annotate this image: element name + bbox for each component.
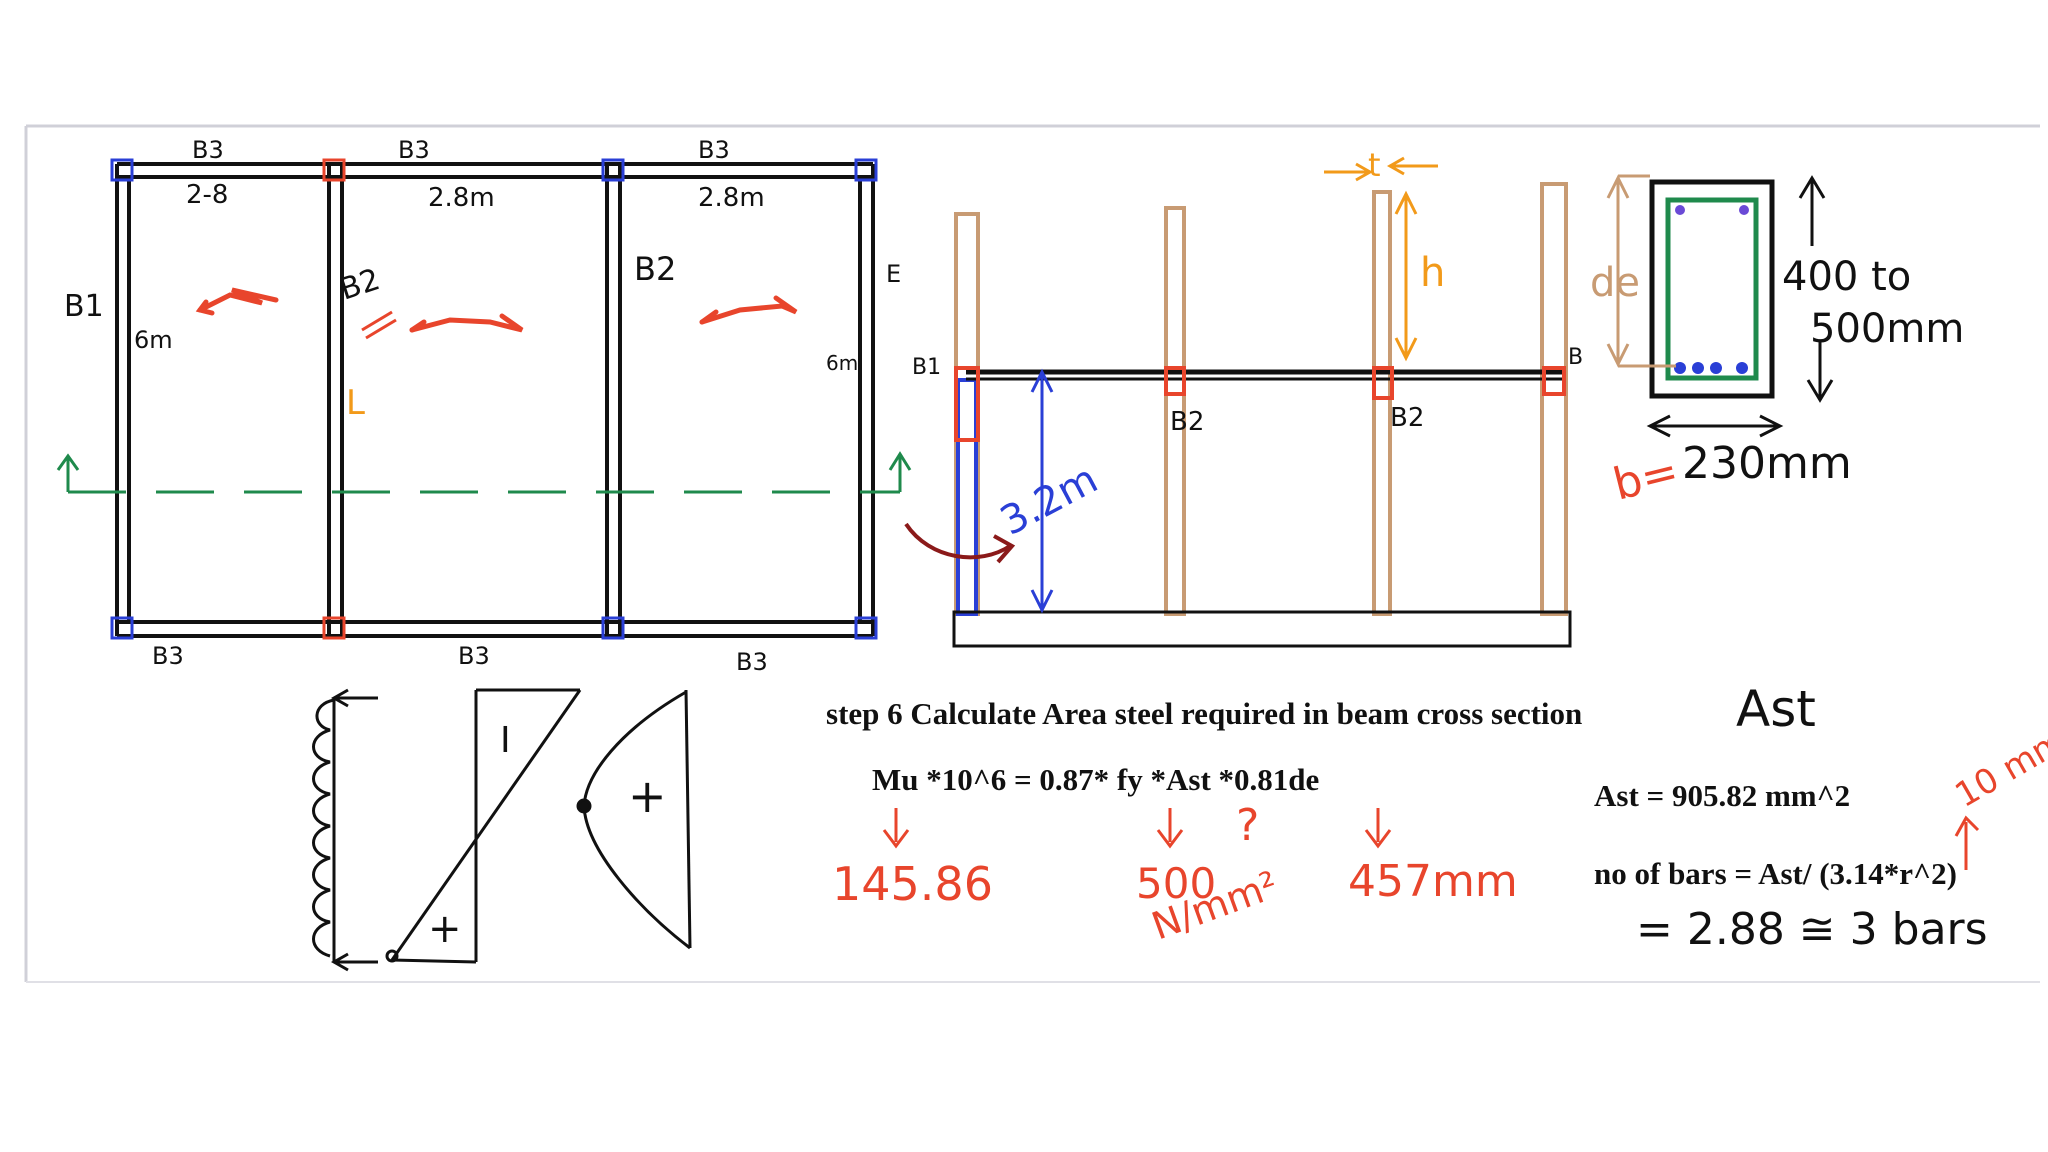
elevation-column [1540,182,1568,616]
bottom-beam-label: B3 [152,642,184,670]
bottom-beam-label: B3 [736,648,768,676]
left-beam-label: B1 [912,355,941,380]
de-value: 457mm [1348,856,1518,907]
column-square [322,616,346,640]
de-label: de [1590,260,1640,306]
frame-elevation [952,182,1572,648]
t-label: t [1368,146,1381,184]
moment-equation: Mu *10^6 = 0.87* fy *Ast *0.81de [872,762,1319,797]
h-label: h [1420,250,1445,296]
step-heading: step 6 Calculate Area steel required in … [826,696,1582,731]
beam-column-joint [1372,366,1394,400]
ast-result: Ast = 905.82 mm^2 [1594,778,1850,813]
effective-depth-arrow [1606,174,1676,368]
rebar-dot [1736,362,1748,374]
rebar-dot [1674,362,1686,374]
beam-column-joint [1164,366,1186,396]
foundation-strip [952,610,1572,648]
fy-value: 500 [1136,859,1216,908]
rebar-dot [1710,362,1722,374]
highlighted-column [956,378,978,616]
bmd-sign: + [628,769,667,823]
width-value: 230mm [1682,438,1852,489]
load-direction-arrows [195,287,798,333]
beam-column-joint [954,366,980,442]
span-length-label: 2.8m [428,183,495,213]
sfd-top-sign: I [500,720,511,761]
beam-column-joint [1542,366,1566,396]
bars-formula: no of bars = Ast/ (3.14*r^2) [1594,856,1957,891]
column-square [601,616,625,640]
right-end-label: B [1568,345,1583,370]
equation-pointer-arrows [882,808,1980,870]
left-beam-label: B1 [64,289,104,324]
left-length-label: 6m [134,326,173,354]
sfd-bottom-sign: + [428,906,462,952]
bars-result: = 2.88 ≅ 3 bars [1636,904,1988,955]
rebar-dot [1692,362,1704,374]
column-square [601,158,625,182]
bottom-beam-label: B3 [458,642,490,670]
h-dimension-arrow [1394,190,1418,362]
column-pointer-arrow [904,522,1016,564]
span-length-label: 2.8m [698,183,765,213]
mid-beam-label: B2 [1170,407,1204,437]
column-square [854,158,878,182]
ast-unknown-mark: ? [1236,800,1259,851]
span-length-label: 2-8 [186,180,228,210]
section-outline [1649,179,1775,399]
rebar-dot [1675,205,1685,215]
shear-force-diagram [385,688,582,964]
b2-hatch-marks [361,310,397,340]
height-label: 3.2m [993,456,1105,545]
top-beam-label: B3 [698,136,730,164]
rebar-radius: 10 mm [1949,721,2048,816]
stirrup [1665,197,1759,381]
l-mark: L [346,383,365,423]
beam-cross-section [1649,179,1775,399]
depth-arrows [1798,175,1834,403]
right-edge-label: E [886,260,901,288]
width-prefix: b= [1608,446,1683,511]
top-beam-label: B3 [398,136,430,164]
step-heading-ast: Ast [1736,680,1816,738]
elevation-column [1372,190,1392,616]
top-beam-label: B3 [192,136,224,164]
width-arrow [1646,414,1784,438]
mid-beam-label: B2 [1390,403,1424,433]
rebar-dot [1739,205,1749,215]
column-square [110,158,134,182]
depth-label-line1: 400 to [1782,254,1911,300]
bending-moment-diagram [576,689,692,950]
udl-load-curve [312,698,335,958]
section-cut-line [56,451,912,494]
slab-plan [115,162,875,638]
mu-value: 145.86 [832,857,993,911]
b2-label: B2 [634,250,676,288]
right-length-label: 6m [826,351,858,375]
height-dimension-arrow [1030,368,1054,614]
load-sketch [312,688,378,972]
column-square [110,616,134,640]
column-square [854,616,878,640]
depth-label-line2: 500mm [1810,306,1964,352]
column-square [322,158,346,182]
thickness-arrows [1324,156,1438,182]
plan-columns [110,158,878,640]
elevation-column [1164,206,1186,616]
